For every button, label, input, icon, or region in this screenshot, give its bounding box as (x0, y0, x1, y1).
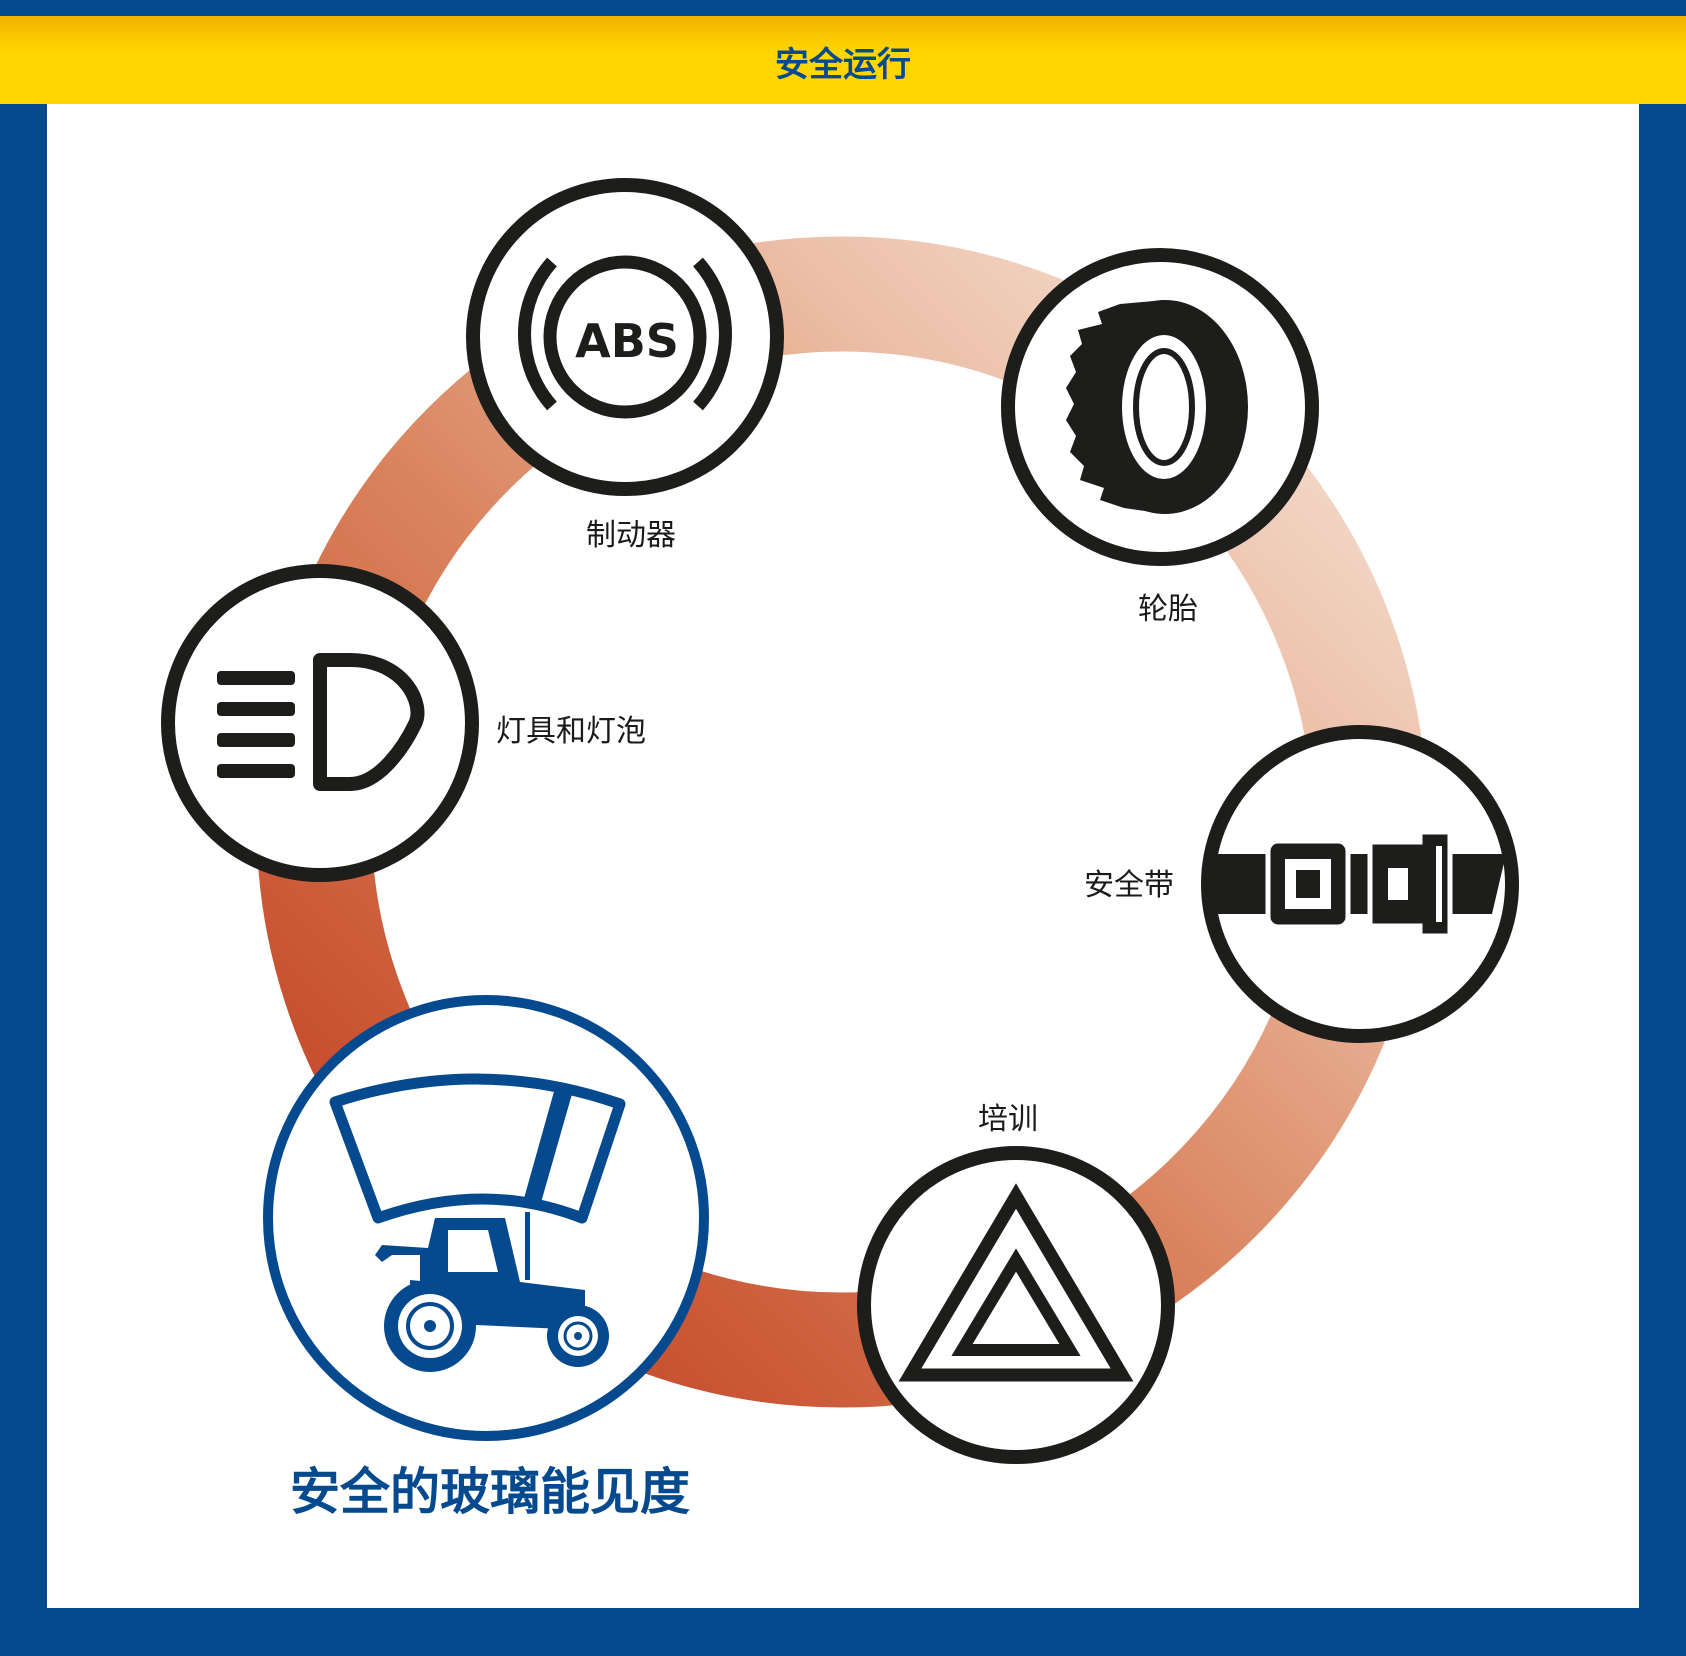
header-bar (0, 16, 1686, 104)
label-seatbelt: 安全带 (1084, 868, 1174, 903)
node-training[interactable] (857, 1146, 1175, 1464)
label-lights: 灯具和灯泡 (496, 714, 646, 749)
abs-badge-text: ABS (575, 314, 679, 368)
tyre-icon (1066, 300, 1248, 514)
node-lights[interactable] (161, 564, 479, 882)
node-glass-visibility[interactable] (263, 995, 709, 1441)
node-brakes[interactable]: ABS (466, 178, 784, 496)
label-tyres: 轮胎 (1138, 592, 1198, 627)
tractor-windscreen-icon (329, 1073, 626, 1372)
headlight-icon (217, 653, 425, 791)
label-training: 培训 (978, 1102, 1038, 1137)
hazard-triangle-icon (898, 1183, 1134, 1382)
abs-brake-icon: ABS (518, 255, 732, 419)
page-title: 安全运行 (775, 45, 911, 85)
node-seatbelt[interactable] (1201, 725, 1519, 1043)
label-glass-visibility: 安全的玻璃能见度 (290, 1463, 690, 1521)
seatbelt-buckle-icon (1214, 829, 1506, 939)
node-tyres[interactable] (1001, 248, 1319, 566)
label-brakes: 制动器 (586, 518, 676, 553)
